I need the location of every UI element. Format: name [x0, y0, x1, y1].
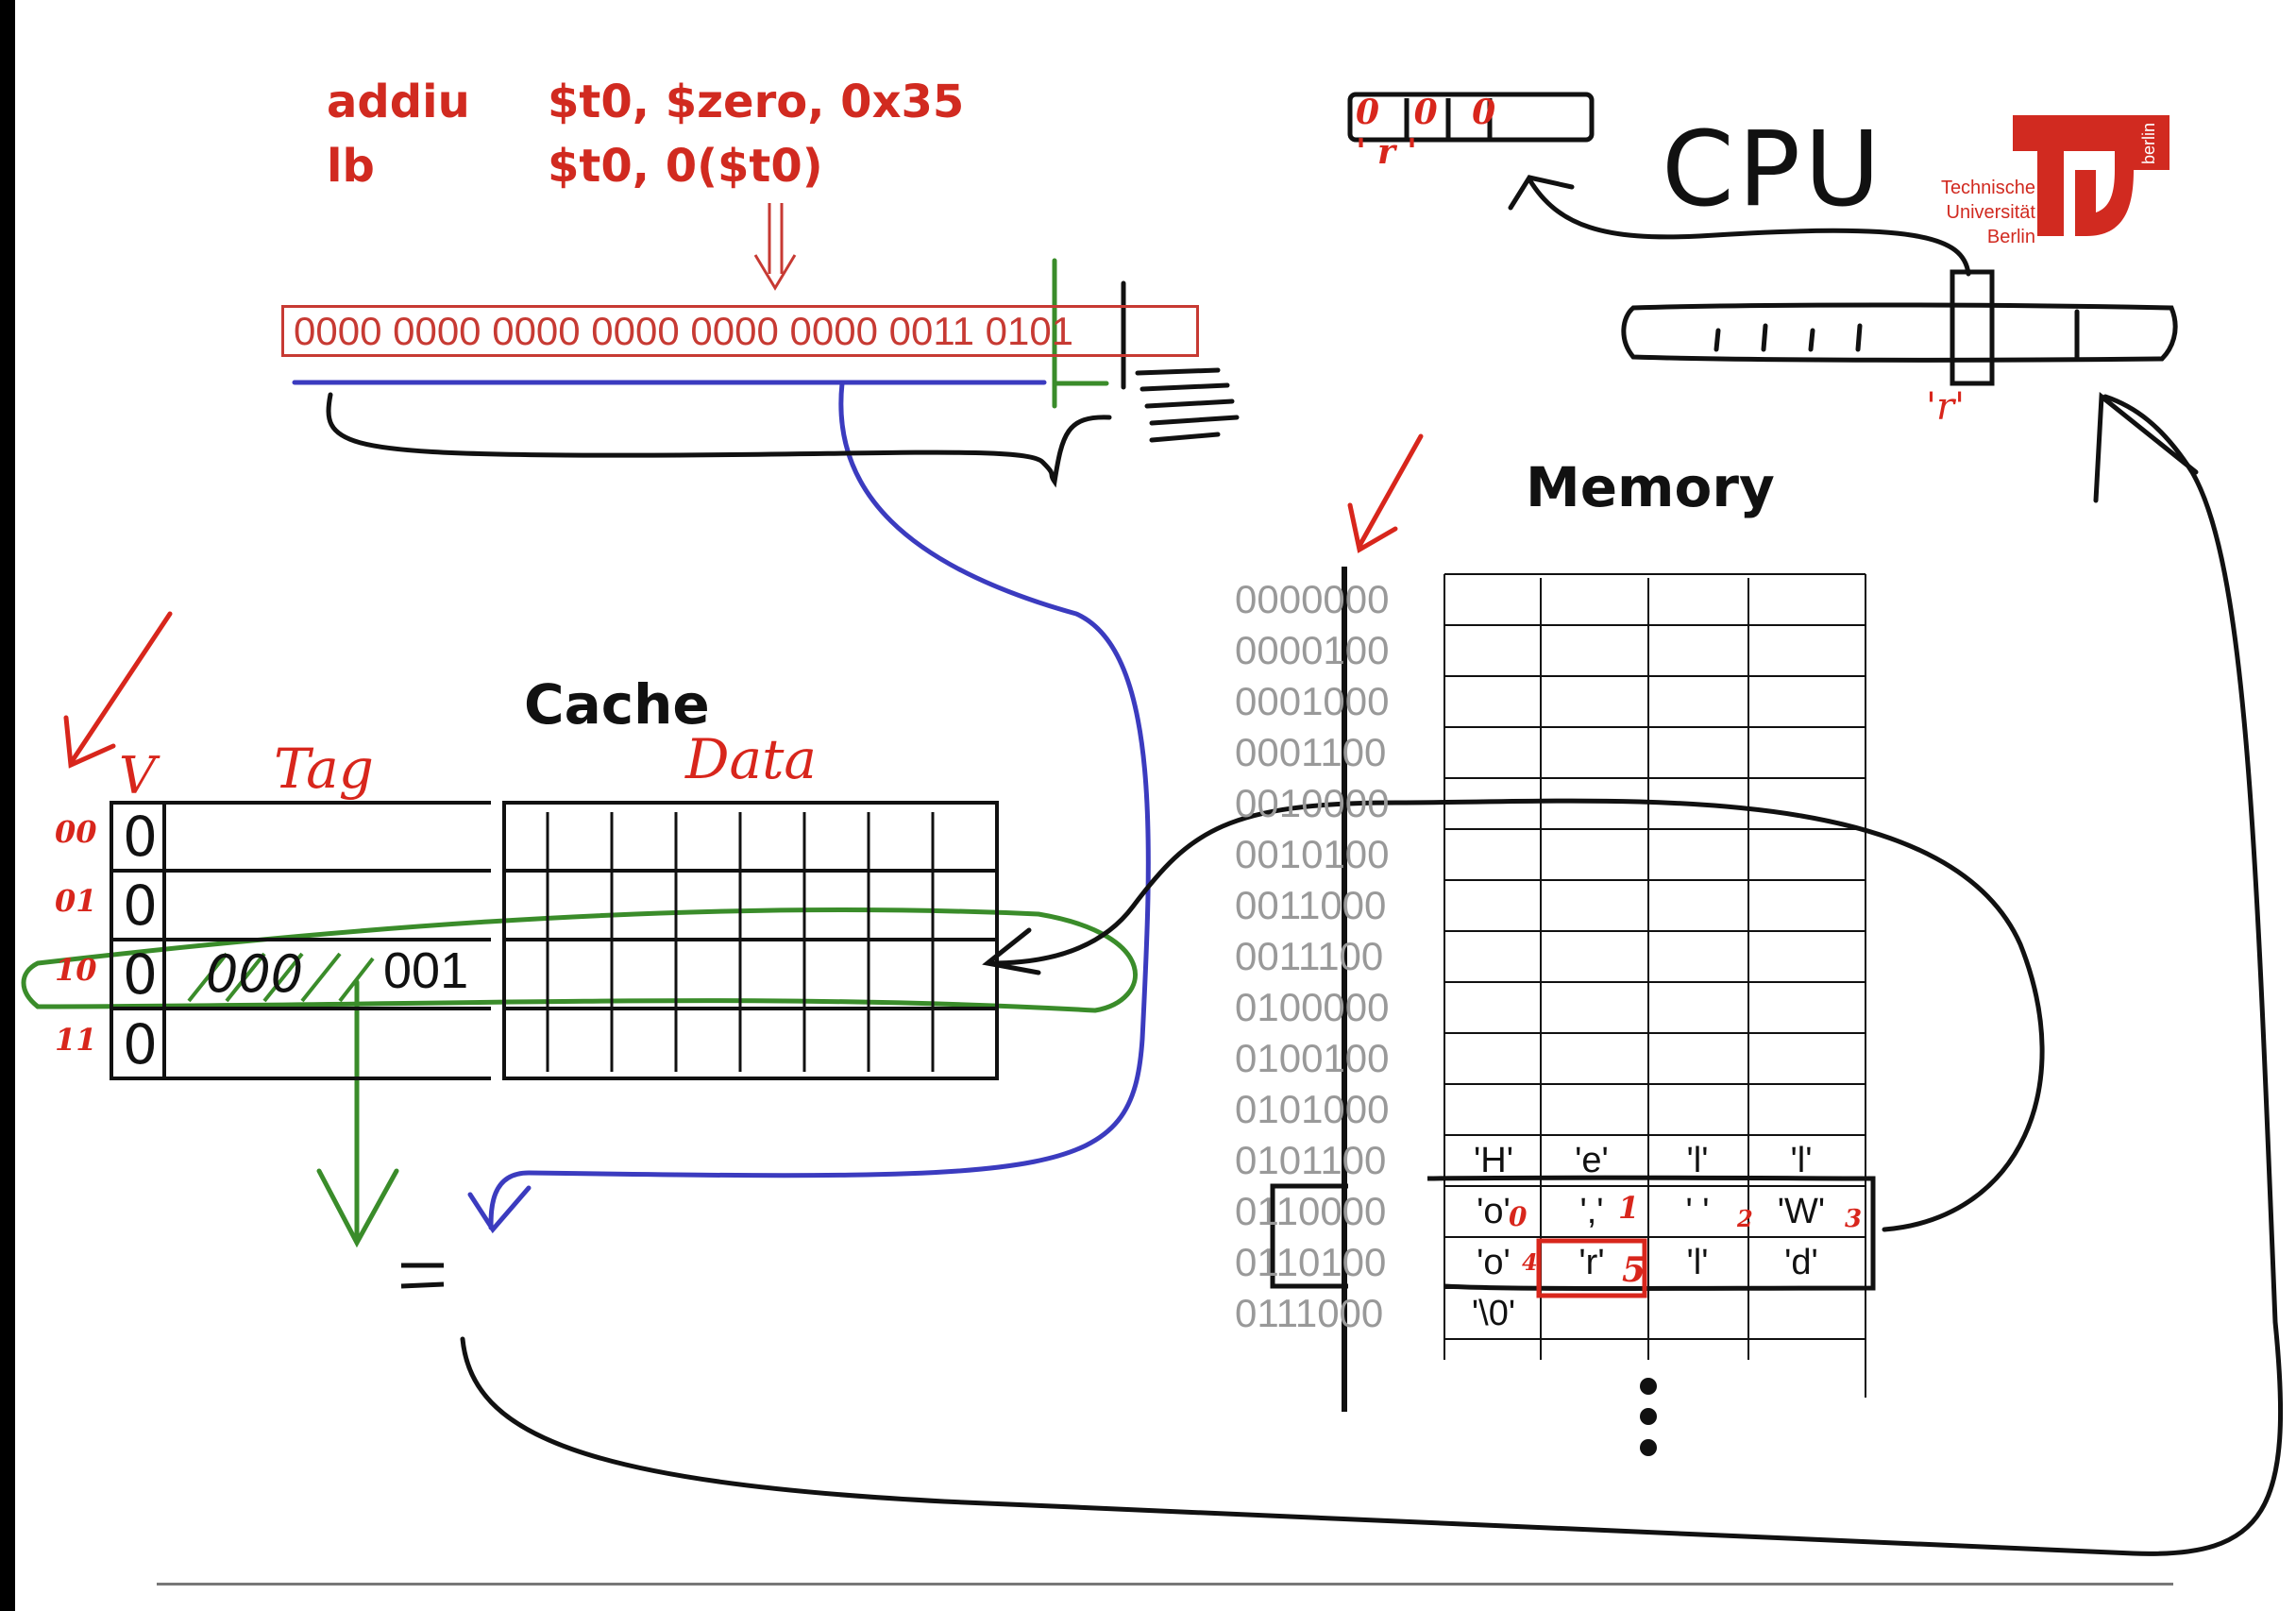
compare-to-cpu-arrow	[460, 392, 2284, 1556]
memory-address: 0110100	[1235, 1240, 1387, 1284]
cache-index-11: 11	[55, 1022, 97, 1058]
left-black-bar	[0, 0, 15, 1611]
memory-byte: 'd'	[1784, 1243, 1818, 1282]
memory-byte: 'H'	[1474, 1141, 1513, 1180]
logo-line-1: Technische	[1940, 178, 2035, 198]
offset-marks	[326, 280, 1240, 488]
memory-address: 0100000	[1235, 985, 1390, 1029]
binary-word: 0000 0000 0000 0000 0000 0000 0011 0101	[281, 305, 1199, 357]
cache-valid-00: 0	[123, 805, 158, 869]
memory-byte: ' '	[1685, 1192, 1710, 1231]
cpu-memory-strip	[1508, 175, 2178, 386]
selected-byte-box	[1536, 1238, 1647, 1298]
memory-byte: 'o'	[1477, 1243, 1511, 1282]
instruction-1-op: addiu	[327, 76, 470, 128]
memory-address: 0101100	[1235, 1138, 1387, 1182]
instruction-1-args: $t0, $zero, 0x35	[548, 76, 965, 128]
tu-berlin-logo: Technische Universität Berlin berlin	[1916, 104, 2200, 247]
cache-tag-10: 001	[378, 941, 475, 1000]
memory-byte: '\0'	[1471, 1294, 1516, 1333]
memory-address: 0100100	[1235, 1036, 1390, 1080]
cache-check-mark	[63, 611, 173, 769]
green-index-marks	[21, 258, 1138, 1248]
cpu-register-value: 0 0 0 'r'	[1356, 93, 1508, 172]
memory-byte: 'l'	[1686, 1243, 1709, 1282]
memory-address: 0110000	[1235, 1189, 1387, 1233]
memory-check-mark	[1347, 433, 1424, 553]
cache-header-tag: Tag	[274, 737, 374, 801]
offset-mark-2: 2	[1737, 1205, 1753, 1232]
memory-address: 0001100	[1235, 730, 1387, 774]
cache-data-dividers	[546, 812, 935, 1072]
tu-logo-icon	[2013, 115, 2169, 236]
double-down-arrow	[753, 203, 797, 291]
memory-address-bracket	[1270, 1183, 1348, 1289]
memory-byte: 'r'	[1578, 1243, 1605, 1282]
memory-byte: 'l'	[1790, 1141, 1813, 1180]
memory-table	[1443, 573, 1866, 1398]
instruction-2-op: lb	[327, 140, 375, 193]
memory-byte: ','	[1579, 1192, 1604, 1231]
cache-valid-11: 0	[123, 1012, 158, 1077]
equals-sign	[400, 1263, 445, 1289]
logo-line-2: Universität	[1946, 202, 2035, 223]
cpu-label: CPU	[1662, 109, 1884, 229]
memory-dots	[1640, 1378, 1657, 1456]
offset-mark-4: 4	[1522, 1248, 1538, 1276]
memory-address: 0101000	[1235, 1087, 1390, 1131]
memory-address: 0010100	[1235, 832, 1390, 876]
cache-tag-struck: 000	[206, 944, 304, 1004]
cache-header-valid: V	[119, 746, 156, 806]
cache-index-00: 00	[55, 814, 97, 850]
offset-mark-0: 0	[1509, 1201, 1528, 1232]
cache-valid-01: 0	[123, 873, 158, 938]
memory-address: 0011000	[1235, 883, 1387, 927]
blue-tag-path	[292, 380, 1151, 1234]
offset-mark-5: 5	[1622, 1250, 1646, 1290]
memory-byte: 'o'	[1477, 1192, 1511, 1231]
memory-address: 0111000	[1235, 1291, 1384, 1335]
cache-header-data: Data	[685, 727, 817, 791]
memory-address: 0000100	[1235, 628, 1390, 672]
offset-mark-3: 3	[1845, 1205, 1863, 1233]
cache-valid-10: 0	[123, 942, 158, 1007]
memory-byte: 'W'	[1777, 1192, 1826, 1231]
cache-table	[110, 801, 999, 1080]
cache-title: Cache	[524, 672, 710, 737]
cache-index-10: 10	[55, 952, 97, 988]
instruction-2-args: $t0, 0($t0)	[548, 140, 823, 193]
memory-byte: 'l'	[1686, 1141, 1709, 1180]
memory-title: Memory	[1526, 455, 1775, 519]
memory-address: 0000000	[1235, 577, 1390, 621]
memory-byte: 'e'	[1575, 1141, 1609, 1180]
page-footer-rule	[157, 1583, 2173, 1586]
cpu-register	[1347, 92, 1595, 143]
offset-mark-1: 1	[1618, 1190, 1640, 1226]
cpu-byte-annotation: 'r'	[1926, 385, 1966, 429]
tag-strike-hatch	[187, 952, 375, 1003]
logo-line-3: Berlin	[1986, 227, 2035, 247]
logo-side-text: berlin	[2139, 122, 2158, 164]
memory-address: 0011100	[1235, 934, 1384, 978]
memory-address: 0010000	[1235, 781, 1390, 825]
cache-index-01: 01	[55, 883, 97, 919]
memory-to-cache-arrow	[982, 798, 2045, 1232]
memory-address: 0001000	[1235, 679, 1390, 723]
memory-block-outline	[1427, 1175, 1876, 1291]
